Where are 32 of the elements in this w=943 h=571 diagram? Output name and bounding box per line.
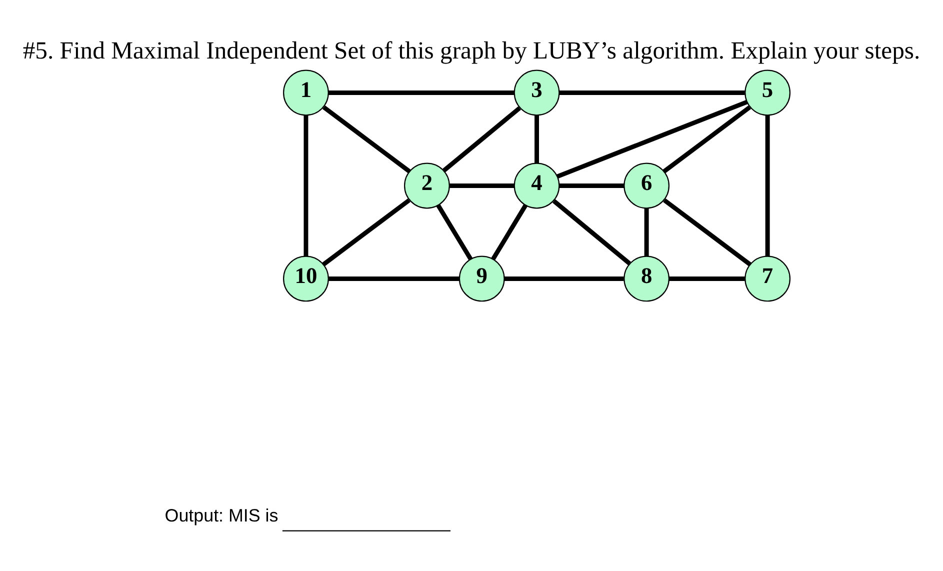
connector: [662, 104, 752, 173]
connector: [556, 99, 748, 178]
connector: [560, 182, 624, 188]
connector: [491, 204, 528, 260]
connector: [436, 204, 472, 260]
node-circle: 9: [458, 255, 505, 302]
connector: [322, 198, 410, 266]
connector: [328, 90, 514, 94]
connector: [304, 114, 308, 256]
connector: [552, 198, 631, 265]
node-circle: 6: [624, 162, 670, 208]
node-circle: 8: [624, 255, 670, 302]
connector: [534, 114, 539, 163]
node-circle: 4: [514, 162, 560, 208]
connector: [450, 182, 514, 188]
node-circle: 10: [283, 255, 329, 302]
node-circle: 7: [744, 255, 791, 302]
node-circle: 5: [744, 69, 791, 116]
diagram-title: #5. Find Maximal Independent Set of this graph by LUBY’s algorithm. Explain your steps.: [22, 37, 920, 64]
node-circle: 3: [514, 69, 560, 116]
connector: [442, 106, 522, 172]
connector: [322, 104, 411, 173]
connector: [559, 90, 745, 94]
node-circle: 1: [283, 69, 329, 116]
connector: [765, 114, 770, 256]
connector: [644, 208, 649, 256]
connector: [504, 276, 624, 280]
connector: [328, 276, 460, 280]
connector: [669, 276, 745, 280]
node-circle: 2: [404, 162, 450, 208]
label: Output: MIS is: [164, 505, 278, 526]
connector: [663, 198, 752, 266]
